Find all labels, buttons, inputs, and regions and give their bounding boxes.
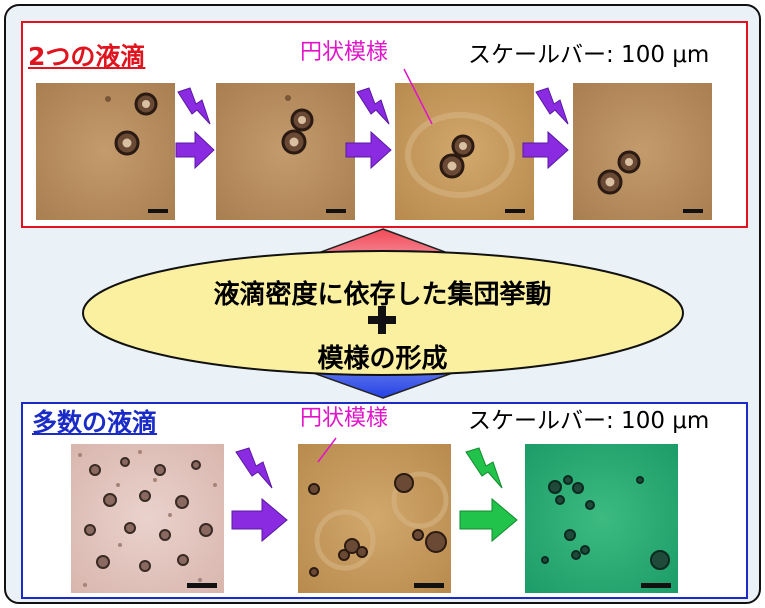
right-arrow-icon bbox=[459, 497, 518, 543]
pattern-pointer-top bbox=[403, 68, 433, 125]
right-arrow-icon bbox=[175, 130, 569, 170]
center-line-2: 模様の形成 bbox=[317, 344, 448, 374]
right-arrow-icon bbox=[231, 497, 288, 543]
bottom-pattern-label: 円状模様 bbox=[300, 406, 389, 431]
bottom-panel-title: 多数の液滴 bbox=[32, 408, 158, 437]
plus-icon bbox=[368, 306, 396, 334]
lightning-bolt-icon bbox=[235, 447, 273, 489]
lightning-bolt-icon bbox=[177, 87, 569, 125]
micrograph-bottom-2 bbox=[298, 444, 451, 593]
top-scale-label: スケールバー: 100 μm bbox=[468, 42, 710, 68]
micrograph-top-2 bbox=[216, 83, 355, 220]
micrograph-top-4 bbox=[573, 83, 712, 220]
micrograph-bottom-3 bbox=[525, 444, 678, 593]
lightning-bolt-icon bbox=[465, 447, 503, 489]
micrograph-top-1 bbox=[36, 83, 175, 220]
micrograph-bottom-1 bbox=[71, 444, 224, 593]
micrograph-top-3 bbox=[395, 83, 534, 220]
bottom-scale-label: スケールバー: 100 μm bbox=[468, 408, 710, 434]
center-line-1: 液滴密度に依存した集団挙動 bbox=[213, 280, 552, 310]
pattern-pointer-bottom bbox=[317, 437, 337, 463]
top-panel-title: 2つの液滴 bbox=[28, 42, 146, 71]
top-pattern-label: 円状模様 bbox=[300, 40, 389, 65]
